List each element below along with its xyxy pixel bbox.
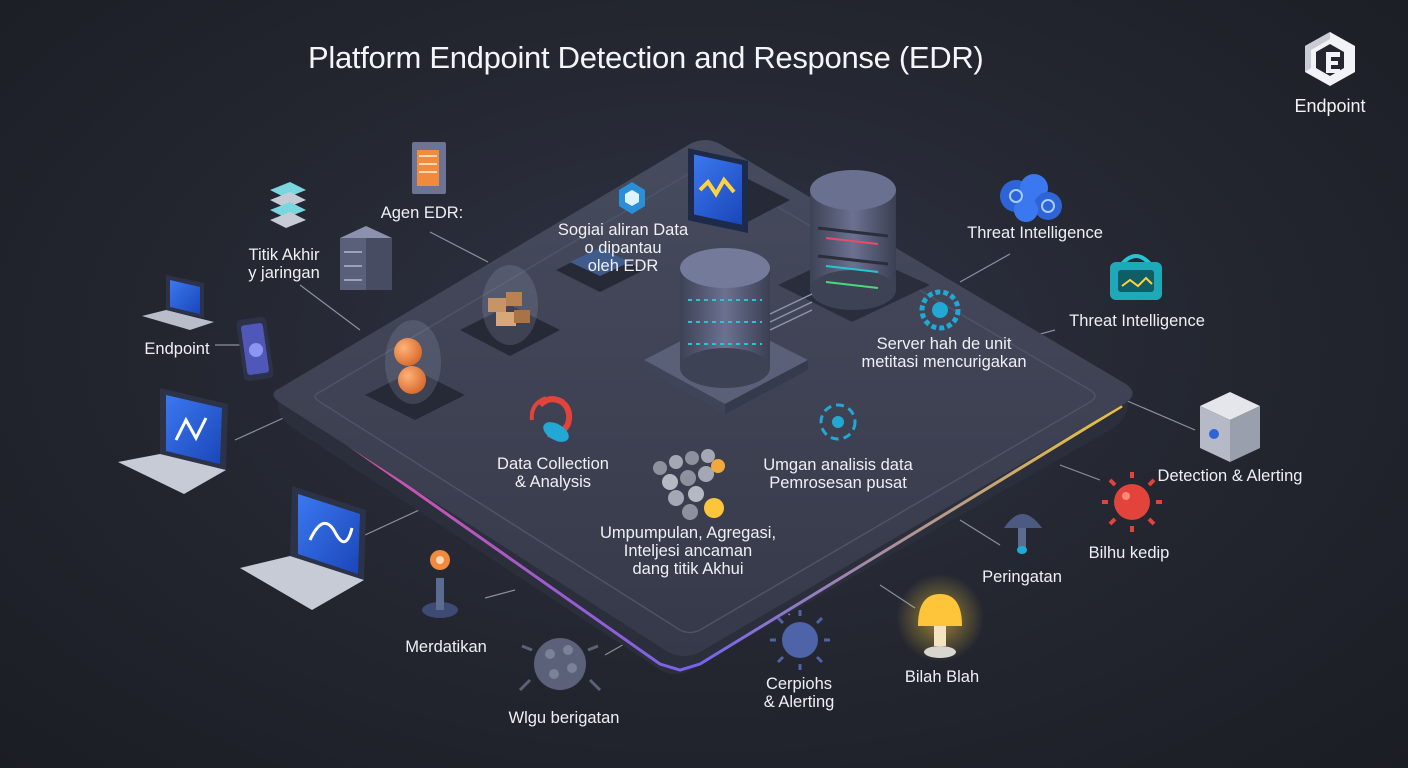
brand: Endpoint: [1282, 30, 1378, 120]
label-threat-intelligence-1: Threat Intelligence: [967, 224, 1103, 242]
globe-cluster-icon: [1000, 174, 1062, 222]
virus-cluster-icon: [770, 610, 830, 670]
label-bilah-blah: Bilah Blah: [904, 668, 980, 686]
label-cerpiohs: Cerpiohs & Alerting: [763, 675, 835, 711]
brand-label: Endpoint: [1294, 96, 1366, 116]
bag-monitor-icon: [1110, 254, 1162, 300]
label-detection-alerting: Detection & Alerting: [1157, 467, 1303, 485]
label-peringatan: Peringatan: [982, 568, 1062, 586]
label-aliran-data: Sogiai aliran Data o dipantau oleh EDR: [557, 221, 689, 275]
server-stack-icon: [270, 182, 306, 228]
cube-server-icon: [1200, 392, 1260, 462]
hexagon-e-logo-icon: [1305, 32, 1355, 86]
central-database-icon: [644, 248, 813, 414]
fingerprint-scan-icon: [529, 396, 573, 442]
label-server: Server hah de unit metitasi mencurigakan: [861, 335, 1027, 371]
laptop-wave-icon: [240, 486, 366, 610]
laptop-chart-icon: [118, 388, 228, 494]
smartphone-icon: [236, 316, 274, 382]
glass-dome-boxes-icon: [460, 265, 560, 356]
glass-dome-spheres-icon: [365, 320, 465, 420]
server-rack-icon: [340, 226, 392, 290]
scan-face-icon: [819, 403, 857, 441]
virus-icon: [1102, 472, 1162, 532]
label-wlgu-berigatan: Wlgu berigatan: [508, 709, 620, 727]
label-endpoint: Endpoint: [144, 340, 210, 358]
label-threat-intelligence-2: Threat Intelligence: [1069, 312, 1205, 330]
lamp-alert-icon: [896, 574, 984, 662]
beacon-sensor-icon: [422, 550, 458, 618]
monitor-chart-icon: [688, 148, 790, 233]
data-spheres-icon: [653, 449, 725, 520]
page-title: Platform Endpoint Detection and Response…: [308, 40, 984, 75]
label-data-collection: Data Collection & Analysis: [497, 455, 609, 491]
label-merdatikan: Merdatikan: [405, 638, 487, 656]
laptop-icon: [142, 275, 214, 330]
database-server-icon: [778, 170, 930, 322]
label-titik-akhir: Titik Akhir y jaringan: [248, 246, 320, 282]
label-umpumpulan: Umpumpulan, Agregasi, Inteljesi ancaman …: [599, 524, 777, 578]
mushroom-alert-icon: [1004, 514, 1042, 554]
gear-network-icon: [919, 289, 961, 331]
malware-sphere-icon: [518, 638, 602, 692]
document-server-icon: [412, 142, 446, 194]
hexagon-agent-icon: [556, 182, 645, 292]
label-agen-edr: Agen EDR:: [380, 204, 464, 222]
label-umgan-analisis: Umgan analisis data Pemrosesan pusat: [763, 456, 913, 492]
label-bilhu-kedip: Bilhu kedip: [1088, 544, 1170, 562]
